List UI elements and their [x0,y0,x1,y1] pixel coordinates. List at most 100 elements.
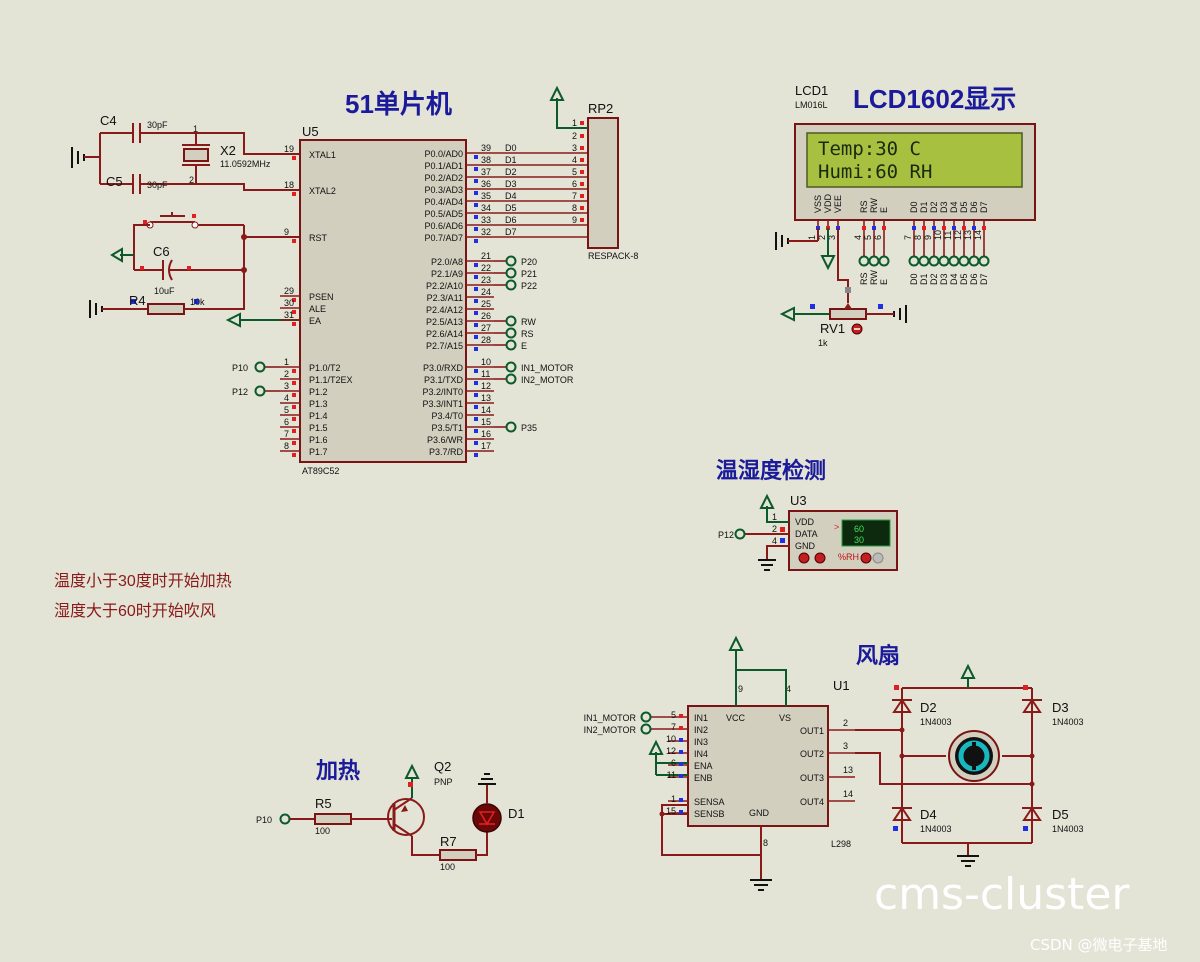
mcu-net-label: P12 [232,387,248,397]
svg-text:1: 1 [193,124,198,134]
mcu-pin-marker [474,311,478,315]
svg-text:1N4003: 1N4003 [920,717,952,727]
lcd-pin-number: 10 [933,230,943,240]
lcd-pin-name: D3 [939,201,949,213]
mcu-pin-number: 6 [284,417,289,427]
lcd-pin-name: VEE [833,195,843,213]
driver-part: L298 [831,839,851,849]
driver-pin-number: 10 [666,734,676,744]
svg-text:D3: D3 [1052,700,1069,715]
heater-section-title: 加热 [315,758,360,783]
c4-ref: C4 [100,113,117,128]
mcu-pin-name: P3.2/INT0 [422,387,463,397]
ground-symbol-pot [890,305,907,323]
mcu-pin-number: 4 [284,393,289,403]
lcd-net-label: D0 [909,273,919,285]
ground-symbol-r4 [89,300,103,318]
mcu-pin-name: P0.3/AD3 [424,185,463,195]
lcd-net-terminal [868,255,880,267]
mcu-pin-number: 34 [481,203,491,213]
mcu-pin-name: P2.1/A9 [431,269,463,279]
driver-pin-marker [679,726,683,730]
driver-pin-number: 13 [843,765,853,775]
q2-type: PNP [434,777,453,787]
mcu-pin-marker [474,299,478,303]
rp2-pin-marker [580,206,584,210]
mcu-pin-name: RST [309,233,328,243]
svg-text:D4: D4 [920,807,937,822]
pot-ref: RV1 [820,321,845,336]
r4-ref: R4 [129,293,146,308]
driver-pin-number: 2 [843,718,848,728]
mcu-pin-number: 18 [284,180,294,190]
lcd-pin-name: D6 [969,201,979,213]
rp2-pin-marker [580,218,584,222]
ground-symbol-led [478,773,496,785]
lcd-pin-marker [872,226,876,230]
mcu-pin-marker [474,287,478,291]
fan-section-title: 风扇 [856,643,900,668]
mcu-pin-marker [292,369,296,373]
lcd-ref: LCD1 [795,83,828,98]
mcu-pin-number: 24 [481,287,491,297]
mcu-pin-number: 1 [284,357,289,367]
mcu-pin-number: 23 [481,275,491,285]
mcu-pin-number: 11 [481,369,490,379]
led-icon [472,803,502,833]
ground-symbol-bridge [957,855,979,867]
mcu-pin-marker [292,405,296,409]
sensor-display-top: 60 [854,524,864,534]
rp2-part: RESPACK-8 [588,251,638,261]
sensor-unit: %RH [838,552,859,562]
lcd-pin-name: VDD [823,193,833,213]
mcu-pin-marker [474,453,478,457]
lcd-net-terminal [948,255,960,267]
svg-text:VCC: VCC [726,713,746,723]
mcu-pin-name: EA [309,316,321,326]
mcu-pin-name: P1.1/T2EX [309,375,353,385]
mcu-net-terminal [254,385,266,397]
mcu-pin-name: P3.7/RD [429,447,464,457]
mcu-pin-name: P3.5/T1 [431,423,463,433]
mcu-net-label: IN2_MOTOR [521,375,574,385]
mcu-pin-name: P0.7/AD7 [424,233,463,243]
mcu-pin-number: 17 [481,441,491,451]
mcu-pin-marker [474,417,478,421]
mcu-left-pins: 19XTAL118XTAL29RST29PSEN30ALE31EA1P1.0/T… [232,144,353,457]
sensor-ref: U3 [790,493,807,508]
driver-pin-number: 3 [843,741,848,751]
mcu-pin-marker [474,203,478,207]
sensor-section-title: 温湿度检测 [716,458,826,483]
mcu-net-terminal [505,339,517,351]
driver-u1: U1 L298 VCC VS GND 9 4 8 IN15IN1_MOTORIN… [584,635,855,891]
mcu-pin-name: P0.0/AD0 [424,149,463,159]
lcd-net-terminal [928,255,940,267]
lcd-pin-marker [982,226,986,230]
c6-value: 10uF [154,286,175,296]
mcu-pin-marker [292,156,296,160]
driver-pin-name: OUT1 [800,726,824,736]
svg-text:9: 9 [738,684,743,694]
rp2-pin-number: 3 [572,143,577,153]
data-bus-label: D0 [505,143,517,153]
mcu-pin-number: 8 [284,441,289,451]
r4-value: 10k [190,297,205,307]
mcu-pin-number: 12 [481,381,491,391]
led-ref: D1 [508,806,525,821]
mcu-pin-marker [474,179,478,183]
sensor-display-bottom: 30 [854,535,864,545]
note-heating: 温度小于30度时开始加热 [54,572,232,590]
motor-bridge: D2 1N4003 D3 1N4003 D4 1N4003 D5 1N4003 [855,663,1084,867]
mcu-pin-marker [292,381,296,385]
ground-symbol-sensor [758,559,776,571]
mcu-pin-marker [292,453,296,457]
lcd-pin-marker [862,226,866,230]
data-bus-label: D5 [505,203,517,213]
mcu-pin-marker [474,369,478,373]
lcd-net-terminal [878,255,890,267]
lcd-net-terminal [858,255,870,267]
mcu-pin-number: 3 [284,381,289,391]
mcu-pin-name: ALE [309,304,326,314]
